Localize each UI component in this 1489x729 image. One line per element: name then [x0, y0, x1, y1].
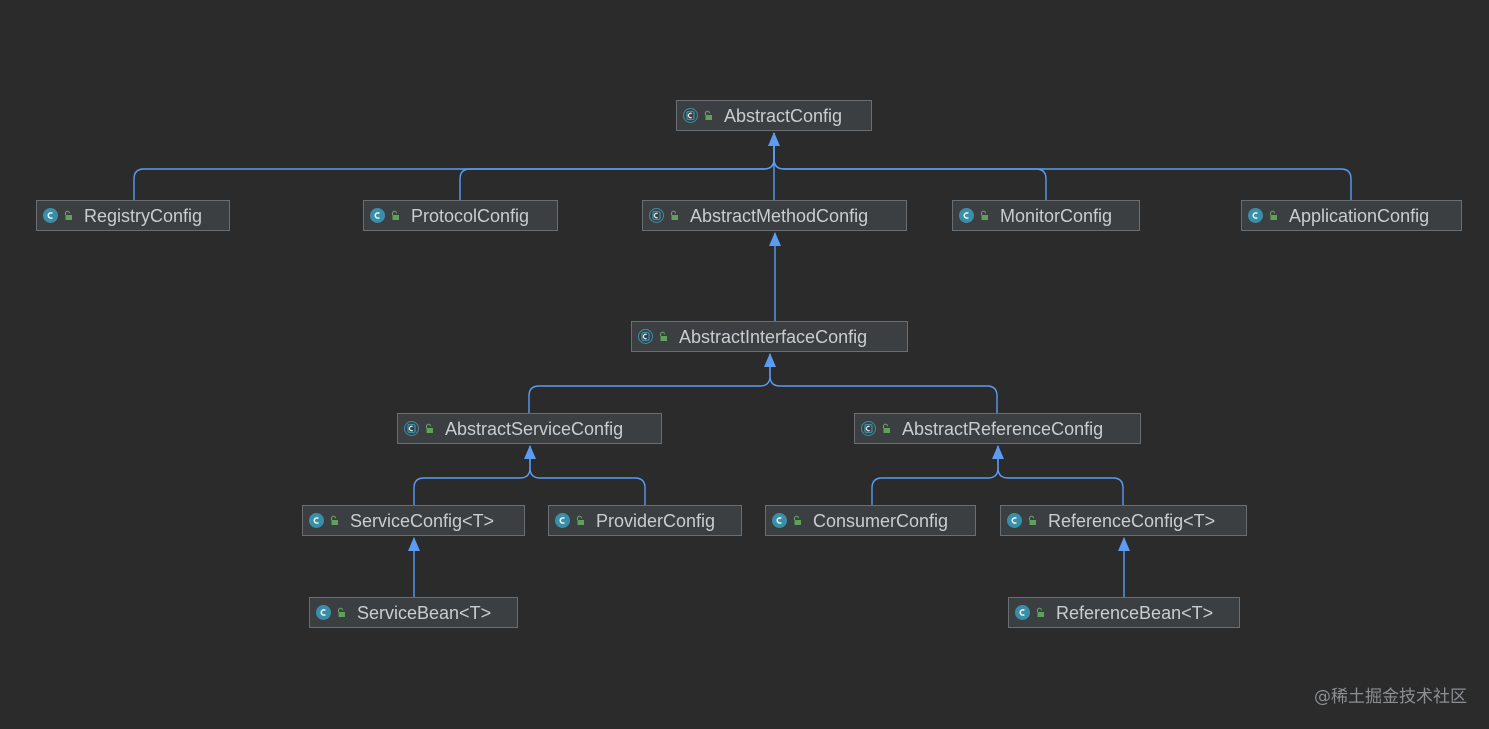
abstract-class-icon [649, 208, 664, 223]
class-node-abstract-interface-config[interactable]: AbstractInterfaceConfig [631, 321, 908, 352]
class-node-abstract-service-config[interactable]: AbstractServiceConfig [397, 413, 662, 444]
abstract-class-icon [683, 108, 698, 123]
class-node-protocol-config[interactable]: ProtocolConfig [363, 200, 558, 231]
class-icon [309, 513, 324, 528]
class-name: ServiceBean<T> [357, 602, 492, 623]
class-node-application-config[interactable]: ApplicationConfig [1241, 200, 1462, 231]
class-name: ProtocolConfig [411, 205, 530, 226]
abstract-class-icon [861, 421, 876, 436]
lock-icon [669, 210, 679, 221]
inheritance-edge-consumer-config [871, 446, 999, 505]
class-name: AbstractReferenceConfig [902, 418, 1104, 439]
inheritance-edge-registry-config [133, 133, 775, 200]
inheritance-arrowhead [769, 232, 781, 246]
lock-icon [575, 515, 585, 526]
class-node-monitor-config[interactable]: MonitorConfig [952, 200, 1140, 231]
inheritance-edge-service-config [413, 446, 531, 505]
inheritance-edge-reference-config [997, 446, 1124, 505]
inheritance-arrowhead [992, 445, 1004, 459]
lock-icon [424, 423, 434, 434]
class-icon [959, 208, 974, 223]
class-name: ReferenceBean<T> [1056, 602, 1214, 623]
class-node-service-bean[interactable]: ServiceBean<T> [309, 597, 518, 628]
inheritance-arrowhead [524, 445, 536, 459]
class-node-abstract-reference-config[interactable]: AbstractReferenceConfig [854, 413, 1141, 444]
lock-icon [658, 331, 668, 342]
class-name: AbstractMethodConfig [690, 205, 869, 226]
inheritance-edge-provider-config [529, 446, 646, 505]
class-node-reference-bean[interactable]: ReferenceBean<T> [1008, 597, 1240, 628]
lock-icon [63, 210, 73, 221]
inheritance-arrowhead [768, 132, 780, 146]
class-node-provider-config[interactable]: ProviderConfig [548, 505, 742, 536]
class-name: ServiceConfig<T> [350, 510, 495, 531]
class-name: ConsumerConfig [813, 510, 949, 531]
lock-icon [1268, 210, 1278, 221]
inheritance-edge-monitor-config [773, 133, 1047, 200]
class-node-service-config[interactable]: ServiceConfig<T> [302, 505, 525, 536]
abstract-class-icon [404, 421, 419, 436]
inheritance-edge-application-config [773, 133, 1352, 200]
inheritance-arrowhead [764, 353, 776, 367]
class-name: AbstractConfig [724, 105, 843, 126]
class-name: MonitorConfig [1000, 205, 1113, 226]
lock-icon [1035, 607, 1045, 618]
lock-icon [390, 210, 400, 221]
lock-icon [336, 607, 346, 618]
lock-icon [881, 423, 891, 434]
class-node-consumer-config[interactable]: ConsumerConfig [765, 505, 976, 536]
class-icon [1248, 208, 1263, 223]
lock-icon [979, 210, 989, 221]
class-node-abstract-method-config[interactable]: AbstractMethodConfig [642, 200, 907, 231]
inheritance-edge-abstract-service-config [528, 354, 771, 413]
class-name: ReferenceConfig<T> [1048, 510, 1216, 531]
class-node-reference-config[interactable]: ReferenceConfig<T> [1000, 505, 1247, 536]
class-icon [43, 208, 58, 223]
watermark: @稀土掘金技术社区 [1314, 687, 1467, 707]
inheritance-arrowhead [408, 537, 420, 551]
class-name: RegistryConfig [84, 205, 203, 226]
class-name: AbstractInterfaceConfig [679, 326, 868, 347]
class-icon [1015, 605, 1030, 620]
lock-icon [703, 110, 713, 121]
class-icon [370, 208, 385, 223]
inheritance-edge-protocol-config [459, 133, 775, 200]
lock-icon [329, 515, 339, 526]
class-name: ProviderConfig [596, 510, 716, 531]
abstract-class-icon [638, 329, 653, 344]
inheritance-arrowhead [1118, 537, 1130, 551]
class-name: AbstractServiceConfig [445, 418, 624, 439]
class-node-registry-config[interactable]: RegistryConfig [36, 200, 230, 231]
class-icon [1007, 513, 1022, 528]
class-node-abstract-config[interactable]: AbstractConfig [676, 100, 872, 131]
class-icon [316, 605, 331, 620]
class-name: ApplicationConfig [1289, 205, 1430, 226]
lock-icon [1027, 515, 1037, 526]
inheritance-edge-abstract-reference-config [769, 354, 998, 413]
lock-icon [792, 515, 802, 526]
class-icon [772, 513, 787, 528]
class-icon [555, 513, 570, 528]
